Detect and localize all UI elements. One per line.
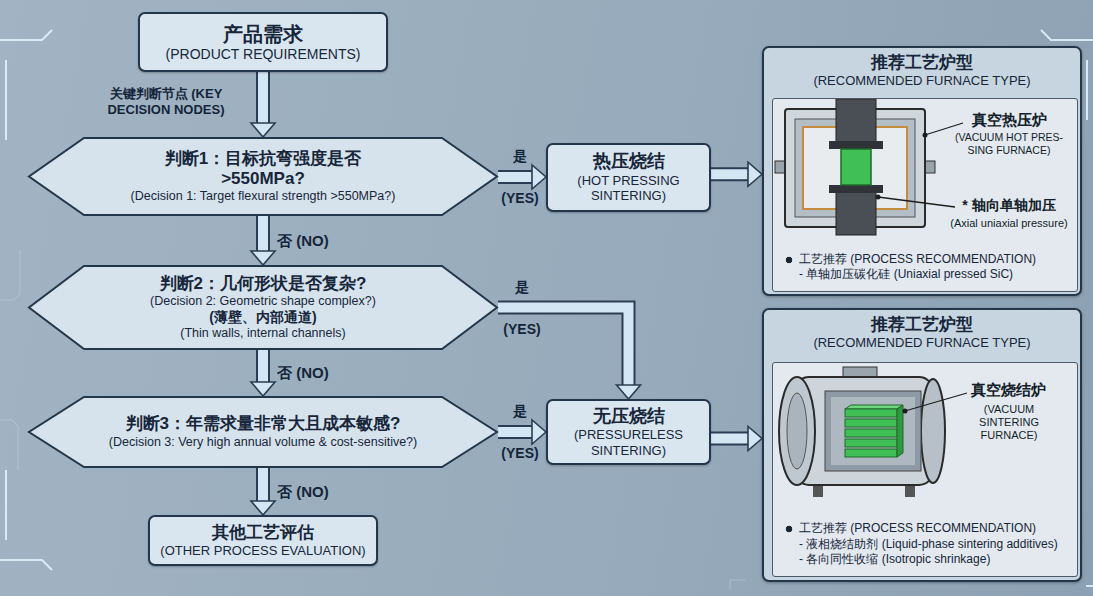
node-heading: 工艺推荐 (PROCESS RECOMMENDATION) <box>785 521 1069 537</box>
arrow-head <box>748 427 762 451</box>
node-heading: 推荐工艺炉型 <box>764 315 1080 335</box>
callout-label: * 轴向单轴加压 <box>943 197 1075 214</box>
arrow-outline <box>711 167 748 181</box>
decision-hexagon: 判断1：目标抗弯强度是否 >550MPa?(Decision 1: Target… <box>28 137 498 216</box>
callout-label: 真空热压炉 <box>945 111 1073 129</box>
node-heading: 工艺推荐 (PROCESS RECOMMENDATION) <box>785 252 1069 268</box>
node-text: (Decision 1: Target flexural strength >5… <box>131 189 396 204</box>
node-heading: 判断1：目标抗弯强度是否 >550MPa? <box>138 149 388 190</box>
edge-label: 否 (NO) <box>277 232 329 251</box>
node-text: - 单轴加压碳化硅 (Uniaxial pressed SiC) <box>785 267 1069 283</box>
furnace-panel: 推荐工艺炉型(RECOMMENDED FURNACE TYPE) 工艺推荐 (P… <box>762 308 1082 582</box>
callout-label: (VACUUM SINTERING FURNACE) <box>963 403 1055 443</box>
arrow-head <box>748 162 762 186</box>
node-text: (Decision 3: Very high annual volume & c… <box>109 435 417 450</box>
node-text: (PRESSURELESS SINTERING) <box>556 427 701 458</box>
edge-label: 是 (YES) <box>496 390 544 474</box>
process-box: 无压烧结(PRESSURELESS SINTERING) <box>546 399 711 465</box>
node-heading: 判断2：几何形状是否复杂? <box>160 274 367 294</box>
flow-arrow <box>711 162 762 186</box>
node-text: (OTHER PROCESS EVALUATION) <box>160 543 365 559</box>
node-heading: 其他工艺评估 <box>212 523 314 543</box>
arrow-outline <box>711 432 748 446</box>
arrow-outline <box>498 308 629 386</box>
flow-arrow <box>498 165 546 189</box>
flow-arrow <box>251 72 275 137</box>
arrow-body <box>711 169 748 179</box>
arrow-body <box>498 172 532 182</box>
arrow-body <box>258 72 268 123</box>
arrow-body <box>498 427 532 437</box>
arrow-body <box>258 350 268 382</box>
node-text: (薄壁、内部通道) <box>209 309 316 326</box>
furnace-panel: 推荐工艺炉型(RECOMMENDED FURNACE TYPE) 工艺推荐 (P… <box>762 46 1082 296</box>
process-box: 热压烧结(HOT PRESSING SINTERING) <box>546 143 711 212</box>
arrow-head <box>617 385 641 399</box>
arrow-outline <box>498 170 532 184</box>
edge-label: 否 (NO) <box>277 364 329 383</box>
node-heading: 推荐工艺炉型 <box>764 53 1080 73</box>
hexagon-shape <box>29 266 497 349</box>
arrow-outline <box>256 350 270 382</box>
arrow-head <box>532 420 546 444</box>
node-text: (Thin walls, internal channels) <box>180 326 345 341</box>
node-heading: 无压烧结 <box>593 406 665 428</box>
edge-label: 是 (YES) <box>496 135 544 219</box>
node-text: - 液相烧结助剂 (Liquid-phase sintering additiv… <box>785 537 1069 553</box>
flow-arrow <box>251 350 275 396</box>
flow-arrow <box>251 216 275 265</box>
arrow-outline <box>498 425 532 439</box>
node-heading: 热压烧结 <box>593 151 665 173</box>
arrow-head <box>251 501 275 515</box>
arrow-head <box>532 165 546 189</box>
hexagon-shape <box>29 397 497 467</box>
node-heading: 产品需求 <box>223 22 303 46</box>
recommendation-box: 工艺推荐 (PROCESS RECOMMENDATION)- 单轴加压碳化硅 (… <box>772 98 1078 292</box>
node-text: (HOT PRESSING SINTERING) <box>556 173 701 204</box>
flow-arrow <box>498 420 546 444</box>
node-text: (RECOMMENDED FURNACE TYPE) <box>764 73 1080 89</box>
arrow-body <box>258 468 268 501</box>
decision-hexagon: 判断2：几何形状是否复杂?(Decision 2: Geometric shap… <box>28 265 498 350</box>
arrow-body <box>498 308 629 386</box>
arrow-outline <box>256 468 270 501</box>
callout-label: (VACUUM HOT PRES- SING FURNACE) <box>945 131 1073 156</box>
arrow-body <box>258 216 268 251</box>
edge-label: 否 (NO) <box>277 483 329 502</box>
edge-label: 关键判断节点 (KEY DECISION NODES) <box>81 85 251 118</box>
decision-hexagon: 判断3：年需求量非常大且成本敏感?(Decision 3: Very high … <box>28 396 498 468</box>
callout-label: 真空烧结炉 <box>943 381 1073 399</box>
node-text: (RECOMMENDED FURNACE TYPE) <box>764 335 1080 351</box>
callout-label: (Axial uniaxial pressure) <box>943 217 1075 230</box>
node-text: (PRODUCT REQUIREMENTS) <box>166 46 361 63</box>
flow-arrow <box>711 427 762 451</box>
start-box: 产品需求(PRODUCT REQUIREMENTS) <box>138 12 388 72</box>
node-text: (Decision 2: Geometric shape complex?) <box>150 294 376 309</box>
node-heading: 判断3：年需求量非常大且成本敏感? <box>126 414 401 434</box>
arrow-head <box>251 123 275 137</box>
arrow-head <box>251 382 275 396</box>
arrow-outline <box>256 216 270 251</box>
flow-arrow <box>251 468 275 515</box>
recommendation-box: 工艺推荐 (PROCESS RECOMMENDATION)- 液相烧结助剂 (L… <box>772 362 1078 577</box>
end-box: 其他工艺评估(OTHER PROCESS EVALUATION) <box>148 515 378 566</box>
arrow-head <box>251 251 275 265</box>
hexagon-shape <box>29 138 497 215</box>
node-text: - 各向同性收缩 (Isotropic shrinkage) <box>785 552 1069 568</box>
arrow-body <box>711 434 748 444</box>
edge-label: 是 (YES) <box>498 266 546 350</box>
arrow-outline <box>256 72 270 123</box>
